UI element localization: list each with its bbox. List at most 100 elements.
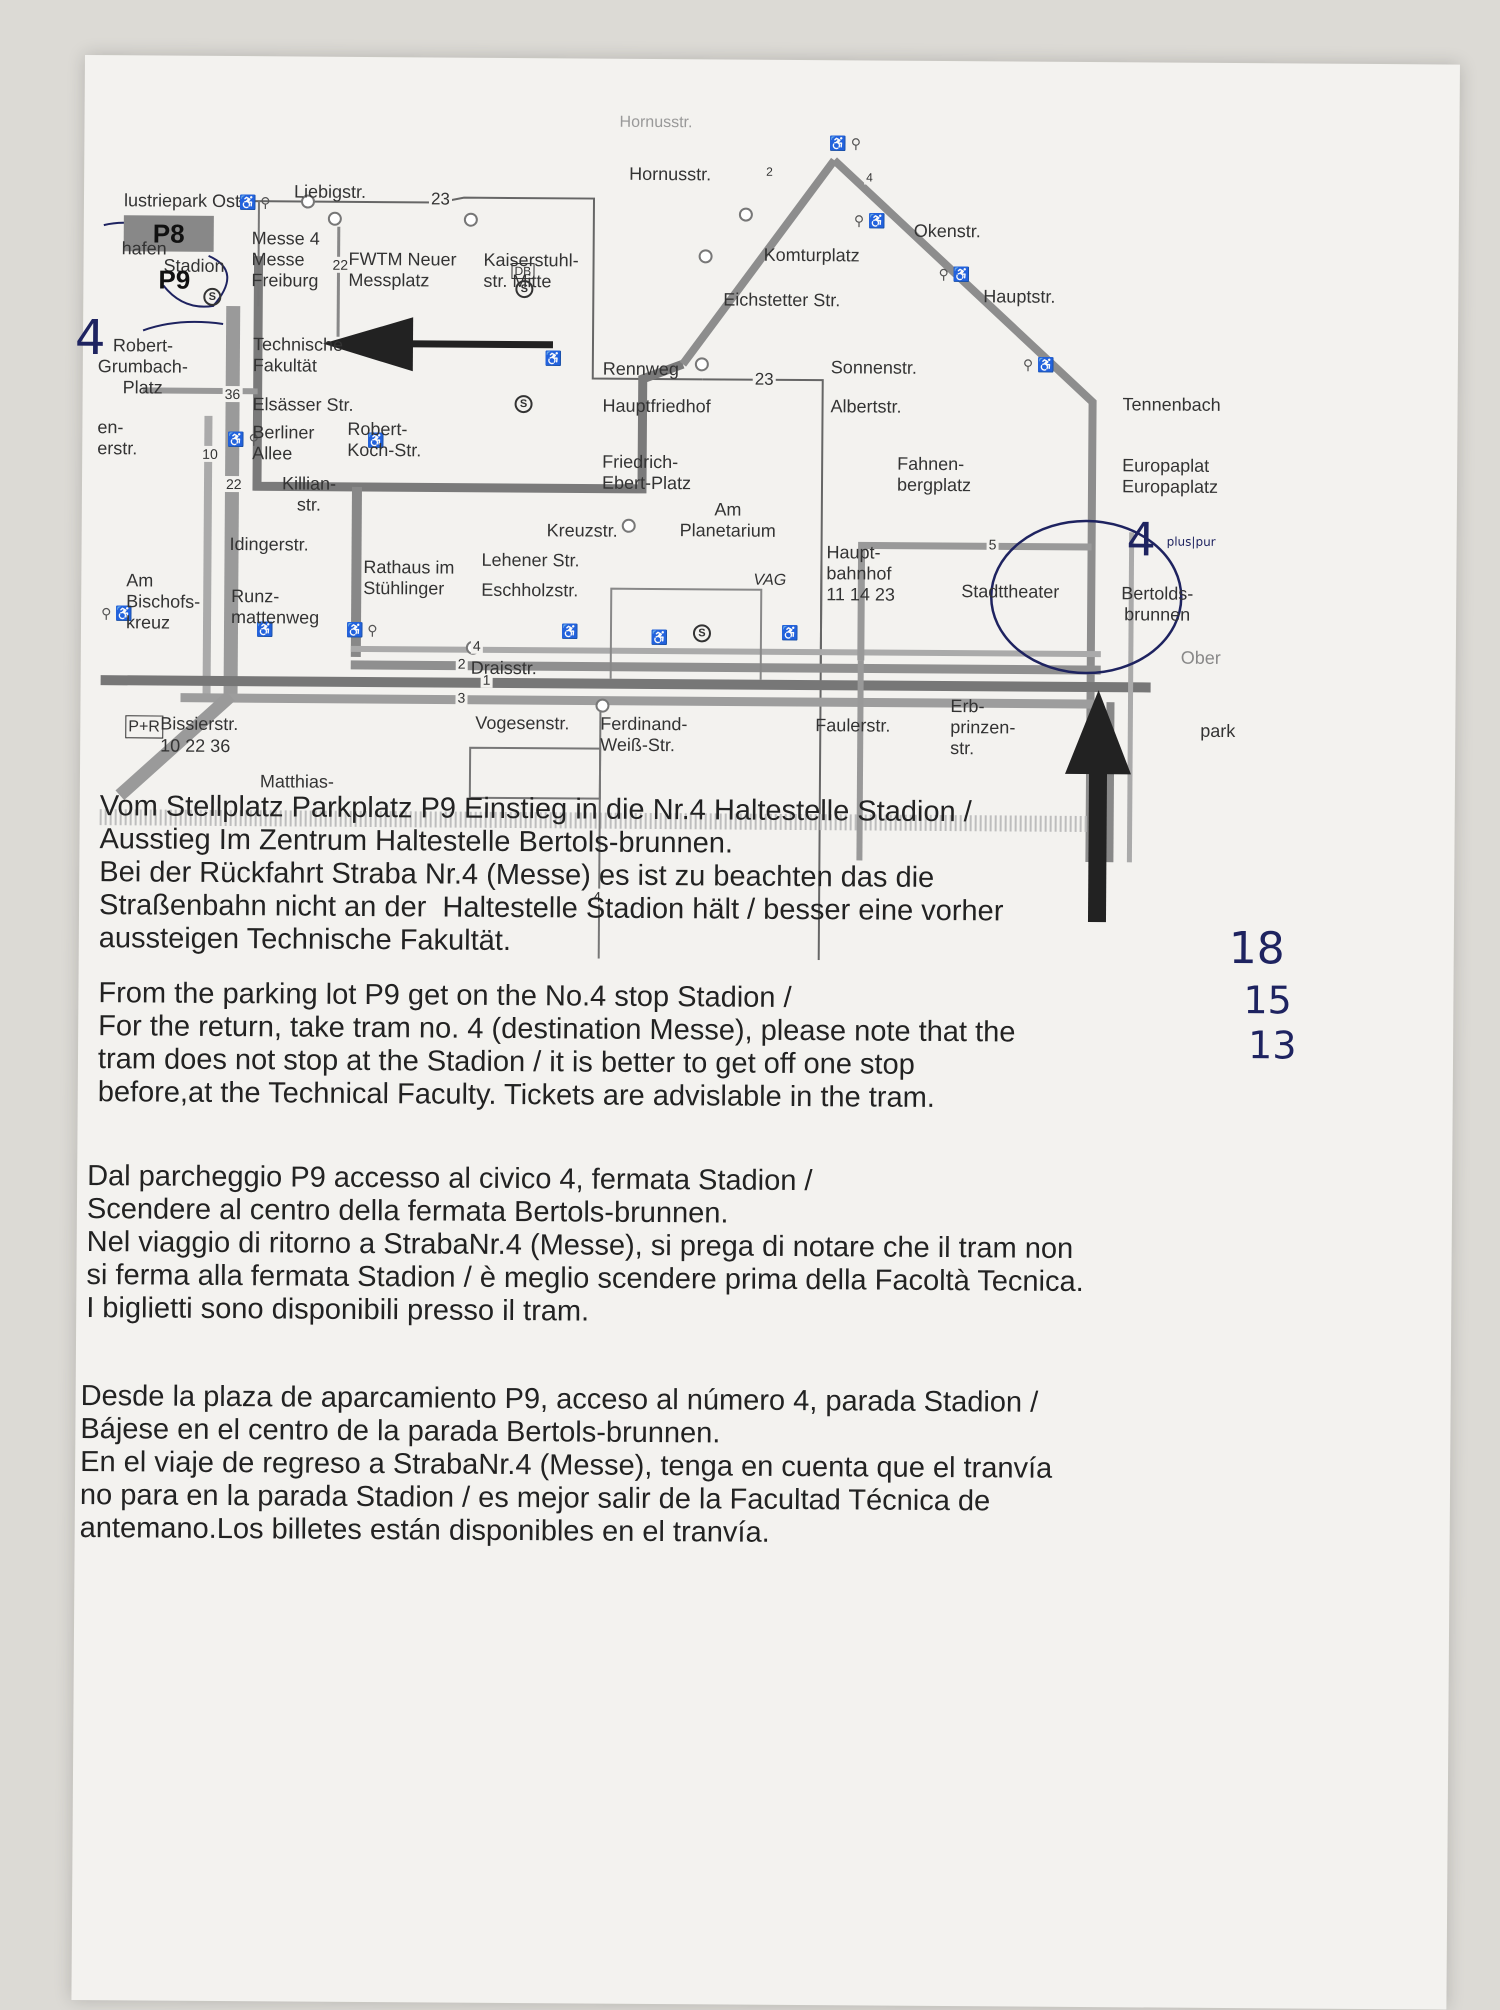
label-robert-grumbach: Robert- Grumbach- Platz	[97, 335, 188, 398]
line-number-23-north: 23	[428, 189, 452, 210]
instructions-german: Vom Stellplatz Parkplatz P9 Einstieg in …	[98, 790, 1004, 957]
handwritten-number-18: 18	[1228, 923, 1285, 975]
label-hauptfriedhof: Hauptfriedhof	[602, 395, 711, 417]
wheelchair-icon: ♿	[780, 624, 799, 641]
stop-eichstetter	[698, 249, 713, 264]
handwritten-number-13: 13	[1247, 1023, 1297, 1068]
tram-corridor-line-4	[350, 645, 1101, 658]
tram-faulerstr	[856, 660, 864, 861]
tram-corridor-line-2	[350, 660, 1101, 675]
label-fahnenbergplatz: Fahnen- bergplatz	[896, 453, 972, 496]
label-hauptstr: Hauptstr.	[983, 286, 1056, 307]
stop-fwtm	[327, 211, 342, 226]
stop-komturplatz	[738, 207, 753, 222]
label-rathaus: Rathaus im Stühlinger	[363, 556, 455, 599]
label-am-bischofskreuz: Am Bischofs- kreuz	[125, 570, 201, 633]
bicycle-icon: ⚲ ♿	[938, 265, 971, 283]
label-lehener: Lehener Str.	[481, 549, 580, 571]
stop-kaiserstuhl	[463, 212, 478, 227]
label-pr: P+R	[125, 715, 163, 739]
label-vag: VAG	[753, 571, 787, 589]
label-am-planetarium: Am Planetarium	[679, 499, 776, 541]
bus-line-22	[336, 226, 341, 337]
label-ober: Ober	[1180, 647, 1221, 668]
bus-line-23-center	[702, 378, 824, 961]
label-bissierstr: Bissierstr.	[160, 713, 239, 735]
label-industriepark: lustriepark Ost	[123, 190, 241, 212]
line-number-22-west: 22	[223, 475, 244, 493]
tram-line-4-west	[252, 256, 685, 494]
wheelchair-icon: ♿	[650, 628, 669, 646]
handwritten-four-left: 4	[74, 309, 106, 367]
handwritten-circle-bertoldsbrunnen	[989, 519, 1183, 675]
wheelchair-icon: ♿ ⚲	[238, 194, 271, 211]
line-number-10: 10	[200, 445, 220, 462]
bus-messe-link	[257, 201, 260, 307]
bicycle-icon: ♿ ⚲	[829, 135, 862, 152]
label-matthias: Matthias-	[259, 771, 335, 792]
label-idingerstr: Idingerstr.	[229, 534, 309, 555]
tram-trunk-west	[223, 305, 241, 697]
label-albertstr: Albertstr.	[830, 396, 902, 417]
sbahn-icon-hbf: S	[692, 624, 712, 643]
label-technische-fakultaet: Technische Fakultät	[252, 334, 344, 376]
label-europaplatz: Europaplat Europaplatz	[1121, 455, 1219, 497]
label-tennenbach: Tennenbach	[1122, 394, 1221, 415]
bicycle-icon: ⚲ ♿	[853, 212, 886, 229]
label-bissier-lines: 10 22 36	[160, 735, 231, 757]
label-hafen: hafen	[121, 238, 167, 259]
label-park: park	[1200, 720, 1236, 742]
label-hauptbahnhof: Haupt- bahnhof	[826, 542, 892, 584]
label-en-erstr: en- erstr.	[97, 417, 138, 459]
tram-east-vertical-2	[1126, 532, 1135, 863]
sbahn-icon-friedrich-ebert: S	[514, 395, 533, 414]
line-number-36: 36	[222, 385, 243, 403]
label-liebigstr: Liebigstr.	[293, 181, 367, 202]
label-vogesenstr: Vogesenstr.	[475, 712, 570, 734]
label-kreuzstr: Kreuzstr.	[546, 520, 618, 541]
label-stadttheater: Stadttheater	[961, 581, 1060, 602]
arrow-to-bertoldsbrunnen	[1065, 690, 1132, 923]
label-hbf-lines: 11 14 23	[826, 584, 896, 605]
label-hornusstr-top: Hornusstr.	[619, 113, 693, 132]
handwritten-four-right: 4	[1126, 512, 1157, 567]
label-fwtm: FWTM Neuer Messplatz	[348, 248, 457, 291]
handwritten-number-15: 15	[1243, 978, 1292, 1023]
label-sonnenstr: Sonnenstr.	[830, 357, 917, 378]
handwritten-plus-label: plus|pur	[1166, 534, 1216, 549]
line-number-2: 2	[455, 655, 468, 672]
label-okenstr: Okenstr.	[913, 220, 981, 242]
line-number-4-corridor: 4	[470, 637, 483, 654]
instructions-italian: Dal parcheggio P9 accesso al civico 4, f…	[86, 1160, 1084, 1328]
label-eichstetter: Eichstetter Str.	[723, 289, 841, 311]
arrow-to-technische-fakultaet	[322, 317, 554, 372]
tram-trunk-west-2	[202, 415, 213, 696]
tram-line-4-diagonal-down	[831, 157, 1097, 863]
label-friedrich-ebert: Friedrich- Ebert-Platz	[601, 451, 692, 494]
label-hornusstr: Hornusstr.	[629, 163, 712, 185]
label-kaiserstuhl: Kaiserstuhl- str. Mitte	[483, 249, 579, 292]
label-bertoldsbrunnen: Bertolds- brunnen	[1121, 583, 1194, 625]
label-komturplatz: Komturplatz	[763, 244, 860, 266]
tram-corridor-line-1	[100, 675, 1151, 693]
label-eschholzstr: Eschholzstr.	[481, 579, 579, 601]
label-killianstr: Killian- str.	[281, 473, 337, 515]
wheelchair-icon: ♿	[560, 623, 579, 640]
stop-albertstr	[694, 357, 709, 372]
instructions-spanish: Desde la plaza de aparcamiento P9, acces…	[79, 1380, 1053, 1549]
line-number-23-center: 23	[752, 369, 776, 390]
parking-p9-label: P9	[158, 264, 191, 295]
sbahn-icon-messe: S	[203, 287, 222, 306]
tram-corridor-line-3	[180, 693, 1101, 709]
handwritten-scribble-p9	[142, 320, 224, 332]
line-number-2-diag: 2	[764, 164, 775, 179]
tram-bissier-diagonal	[115, 691, 235, 801]
stop-lehener	[621, 518, 636, 533]
tram-line-5	[857, 541, 1092, 661]
bus-vogesen	[468, 746, 602, 800]
label-rennweg: Rennweg	[602, 358, 679, 380]
tram-map	[99, 157, 1183, 961]
wheelchair-icon: ♿ ⚲	[345, 621, 378, 639]
printed-sheet: P8 Stadion P9 S S S S DB ♿ ⚲ ♿ ♿ ♿ ⚲ ♿ ♿…	[71, 55, 1460, 2010]
line-number-4-diag: 4	[864, 170, 875, 185]
